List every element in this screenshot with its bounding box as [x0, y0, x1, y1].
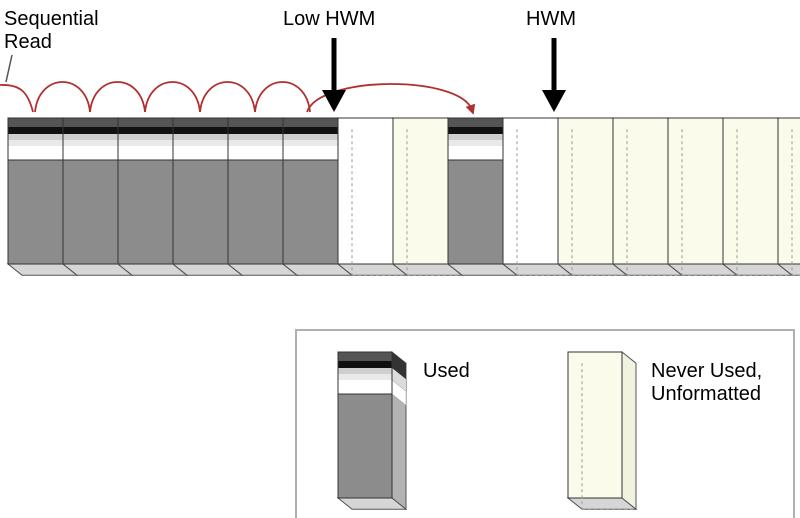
legend-unformatted-block-icon: [566, 350, 638, 511]
legend-used-label: Used: [423, 360, 470, 382]
sequential-read-arcs: [0, 81, 311, 113]
legend-used-block: [336, 350, 408, 511]
block-14-unformatted: [721, 116, 794, 277]
sequential-read-label-line1: Sequential: [4, 8, 99, 30]
skip-arrow: [306, 83, 476, 115]
legend-never-used-label-line1: Never Used,: [651, 360, 762, 382]
block-5-used: [226, 116, 299, 277]
low-hwm-label: Low HWM: [283, 8, 375, 30]
arc-3: [144, 81, 201, 113]
sequential-read-leader: [5, 54, 13, 83]
arc-1: [34, 81, 91, 113]
arc-4: [199, 81, 256, 113]
low-hwm-arrow: [322, 38, 346, 112]
legend-unformatted-block: [566, 350, 638, 511]
legend-never-used-label-line2: Unformatted: [651, 383, 761, 405]
hwm-label: HWM: [526, 8, 576, 30]
legend-used-block-icon: [336, 350, 408, 511]
block-row: [6, 116, 800, 277]
arc-5: [254, 81, 311, 113]
block-15-unformatted: [776, 117, 800, 276]
arc-2: [89, 81, 146, 113]
arc-lead: [0, 84, 34, 113]
sequential-read-label-line2: Read: [4, 31, 52, 53]
hwm-arrow: [542, 38, 566, 112]
